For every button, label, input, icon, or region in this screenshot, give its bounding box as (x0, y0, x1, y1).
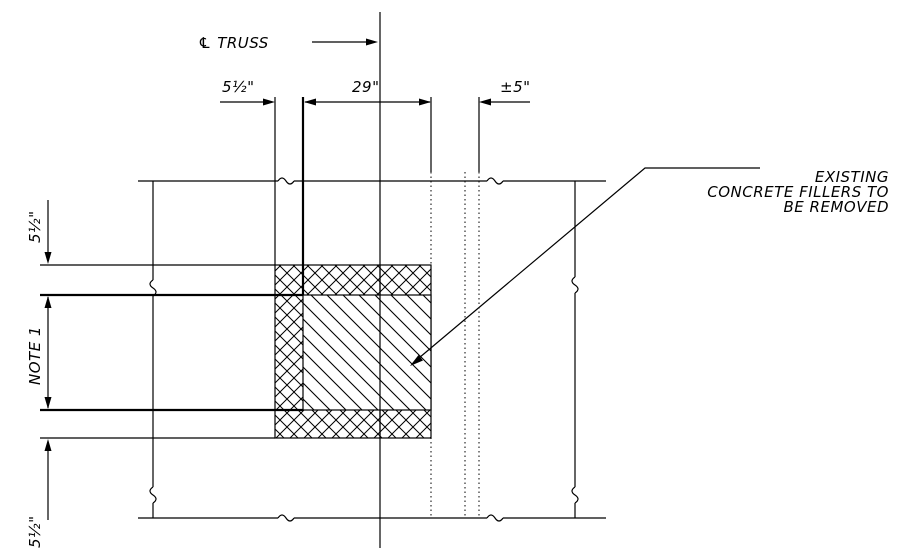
left-vertical-break-2 (149, 486, 157, 504)
top-break-right (486, 177, 504, 185)
truss-arrowhead (366, 38, 378, 46)
left-vertical-break-1 (149, 279, 157, 297)
dim-main-arrowhead-right (419, 98, 431, 106)
vert-bottom-arrowhead (44, 439, 52, 451)
callout-line-2: CONCRETE FILLERS TO (707, 183, 889, 201)
vert-note-arrowhead-top (44, 296, 52, 308)
bottom-break-right (486, 514, 504, 522)
vert-top-label: 5½" (26, 211, 44, 243)
vert-note-label: NOTE 1 (26, 326, 44, 385)
truss-label: ℄ TRUSS (198, 34, 269, 52)
top-break-left (277, 177, 295, 185)
dim-main-arrowhead-left (304, 98, 316, 106)
dim-right-arrowhead (479, 98, 491, 106)
callout-leader (412, 167, 760, 364)
dim-main-label: 29" (352, 78, 380, 96)
right-vertical-break-2 (571, 486, 579, 504)
callout-line-1: EXISTING (815, 168, 889, 186)
vert-bottom-label: 5½" (26, 516, 44, 548)
dim-right-label: ±5" (500, 78, 531, 96)
callout-arrowhead (410, 355, 423, 366)
dim-left-top-label: 5½" (222, 78, 254, 96)
callout-line-3: BE REMOVED (784, 198, 889, 216)
dim-left-top-arrowhead (263, 98, 275, 106)
diagonal-hatch-fill (302, 294, 432, 411)
vert-note-arrowhead-bottom (44, 397, 52, 409)
vert-top-arrowhead (44, 252, 52, 264)
right-vertical-break-1 (571, 276, 579, 294)
bottom-break-left (277, 514, 295, 522)
